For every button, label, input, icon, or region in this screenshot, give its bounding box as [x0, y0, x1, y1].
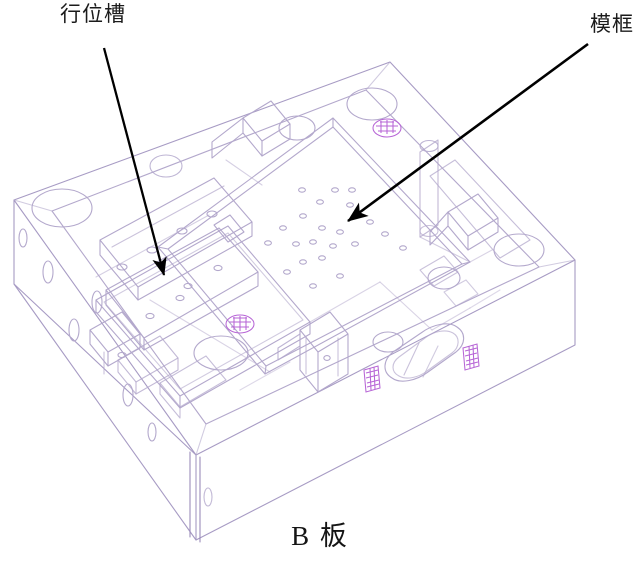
cavity-right-steps — [419, 249, 493, 307]
leader-pin-hole — [493, 233, 545, 267]
rear-wall-notch — [211, 100, 291, 186]
slider-groove-channel — [95, 177, 271, 373]
top-face-holes — [31, 87, 545, 371]
side-oval-hole — [147, 422, 157, 442]
block-top-outline — [13, 61, 576, 456]
ejector-hole-cluster — [264, 187, 407, 289]
screw-hole — [149, 154, 183, 178]
block-side-faces — [13, 199, 576, 543]
arrow-mold-frame — [347, 42, 589, 223]
leader-pin-hole — [31, 188, 93, 228]
engraved-circle-rear — [372, 118, 402, 138]
side-oval-hole — [203, 487, 213, 507]
left-step-ledge — [89, 311, 227, 419]
screw-hole — [278, 115, 316, 141]
screw-hole — [372, 331, 404, 353]
misc-edges — [13, 61, 576, 456]
side-oval-hole — [18, 228, 28, 248]
annotation-label-mold-frame: 模框 — [590, 13, 634, 36]
engraved-stamp-right — [462, 343, 480, 371]
plate-body-lines — [13, 61, 576, 543]
screw-hole — [427, 266, 461, 290]
engraved-stamp-corner — [304, 374, 373, 396]
leader-pin-hole — [193, 335, 249, 371]
side-oval-hole — [42, 260, 54, 284]
engraved-markings — [225, 118, 480, 396]
side-oval-hole — [91, 290, 103, 314]
engraved-circle-front — [225, 314, 255, 334]
rail-small-holes — [116, 210, 223, 359]
center-bracket — [277, 311, 349, 393]
side-face-holes — [18, 228, 213, 507]
side-oval-hole — [122, 383, 134, 407]
leader-pin-hole — [346, 87, 398, 121]
cavity-pocket — [157, 117, 471, 375]
slider-pocket-floor — [95, 214, 311, 409]
cavity-side-walls — [309, 236, 471, 331]
figure-caption: B 板 — [291, 521, 349, 551]
annotation-label-slider-groove: 行位槽 — [60, 3, 126, 26]
annotation-arrows — [102, 42, 589, 276]
arrow-slider-groove — [102, 47, 167, 276]
engraved-stamp-left — [363, 365, 381, 393]
oval-slot — [384, 323, 465, 382]
right-rib — [419, 139, 439, 238]
right-rear-step — [429, 159, 531, 259]
side-oval-hole — [68, 318, 80, 342]
